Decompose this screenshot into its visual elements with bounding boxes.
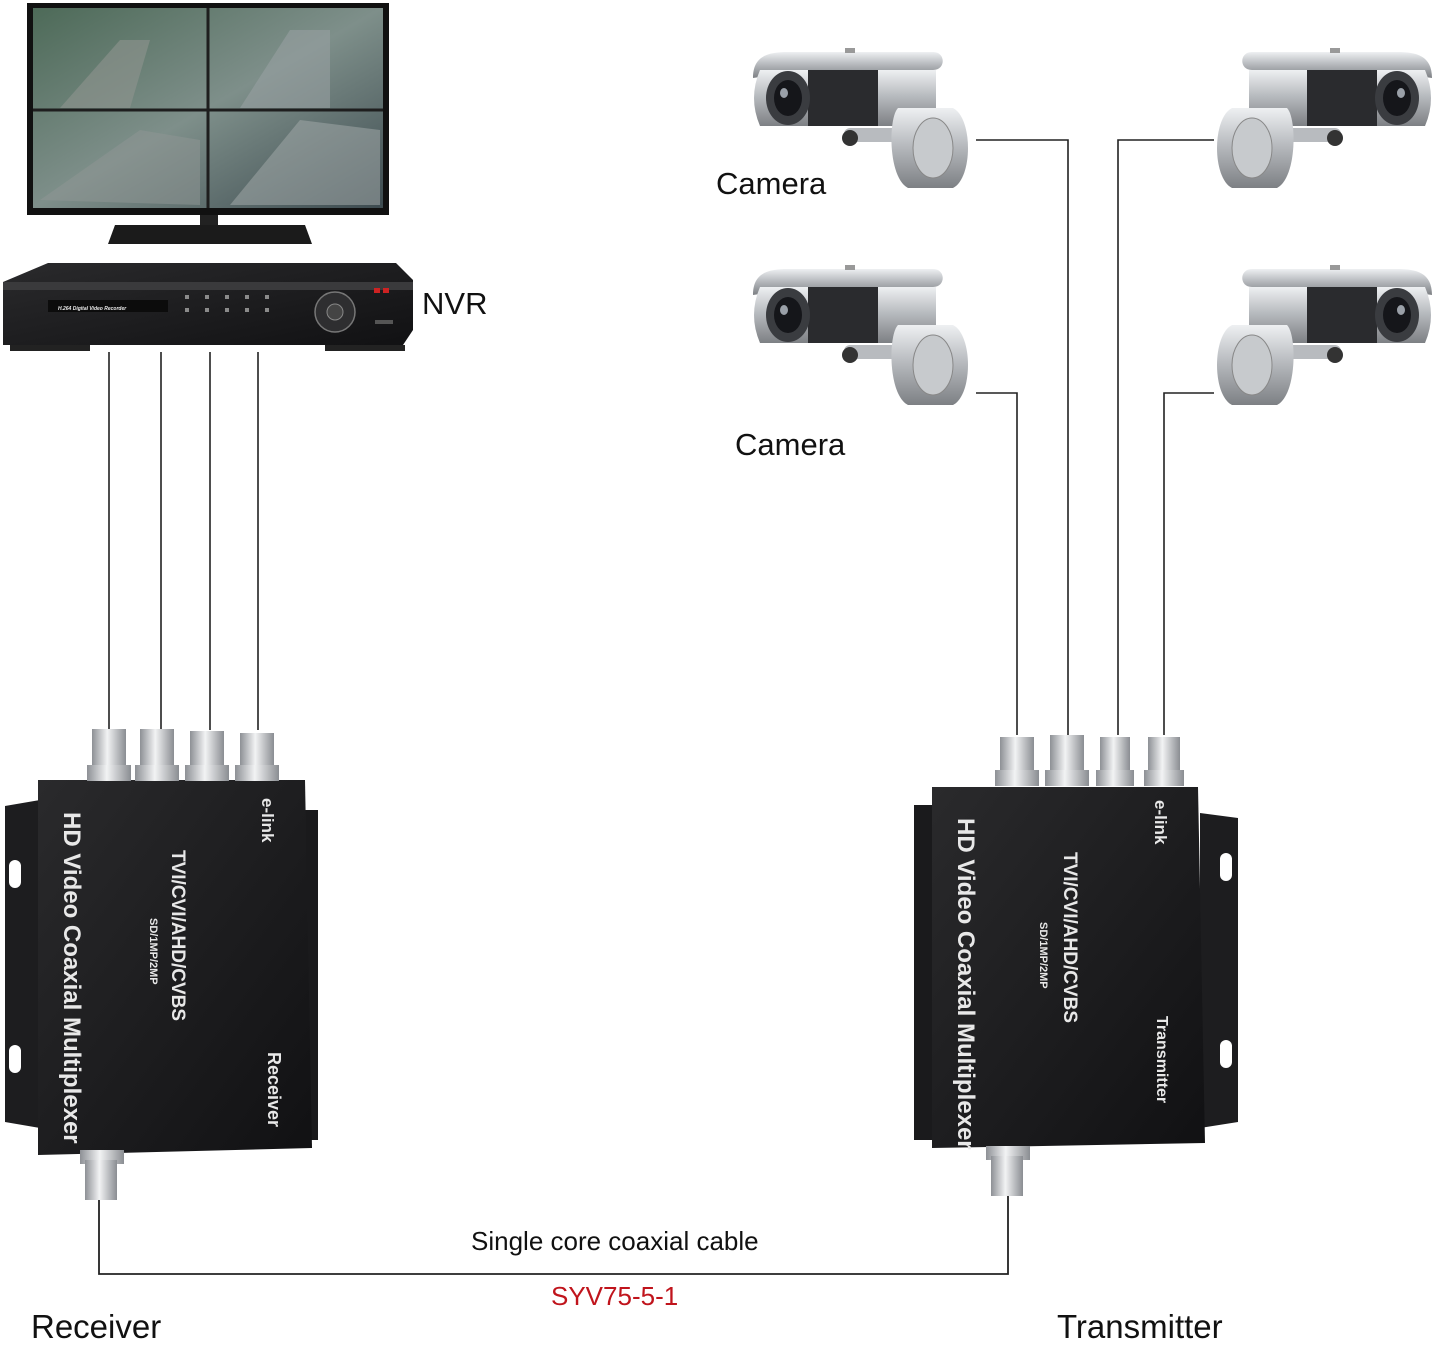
- receiver-product-text: HD Video Coaxial Multiplexer: [58, 812, 85, 1144]
- bnc-connector-icon: [185, 731, 229, 781]
- receiver-brand-text: e-link: [258, 798, 277, 843]
- bnc-connector-icon: [235, 733, 279, 781]
- bnc-connector-icon: [80, 1150, 124, 1200]
- cable-model-label: SYV75-5-1: [551, 1281, 679, 1311]
- coaxial-cable-link: [98, 1196, 1009, 1275]
- nvr-icon: H.264 Digital Video Recorder: [3, 263, 413, 351]
- bullet-camera-icon: [752, 265, 969, 406]
- transmitter-product-text: HD Video Coaxial Multiplexer: [952, 818, 979, 1150]
- bnc-connector-icon: [1096, 737, 1134, 786]
- camera-mid-left: [752, 265, 969, 406]
- nvr-cables: [108, 352, 259, 730]
- transmitter-formats-text: TVI/CVI/AHD/CVBS: [1059, 852, 1080, 1023]
- cable-type-label: Single core coaxial cable: [471, 1226, 759, 1256]
- bnc-connector-icon: [995, 737, 1039, 786]
- bnc-connector-icon: [1144, 737, 1184, 786]
- transmitter-resolution-text: SD/1MP/2MP: [1037, 922, 1049, 989]
- bnc-connector-icon: [986, 1146, 1030, 1196]
- bnc-connector-icon: [1045, 735, 1089, 786]
- transmitter-label: Transmitter: [1057, 1308, 1223, 1345]
- transmitter-device: HD Video Coaxial Multiplexer TVI/CVI/AHD…: [914, 735, 1238, 1196]
- nvr-panel-text: H.264 Digital Video Recorder: [58, 306, 127, 312]
- bnc-connector-icon: [87, 729, 131, 781]
- bnc-connector-icon: [135, 729, 179, 781]
- receiver-role-text: Receiver: [264, 1052, 284, 1127]
- transmitter-role-text: Transmitter: [1153, 1016, 1170, 1103]
- bullet-camera-icon: [1216, 265, 1433, 406]
- transmitter-brand-text: e-link: [1151, 800, 1170, 845]
- receiver-device: HD Video Coaxial Multiplexer TVI/CVI/AHD…: [5, 729, 318, 1200]
- camera-cables: [976, 139, 1214, 735]
- camera-mid-right: [1216, 265, 1433, 406]
- receiver-formats-text: TVI/CVI/AHD/CVBS: [167, 850, 188, 1021]
- receiver-resolution-text: SD/1MP/2MP: [147, 918, 159, 985]
- camera-label-mid: Camera: [735, 427, 846, 462]
- nvr-label: NVR: [422, 286, 488, 321]
- monitor-icon: [27, 3, 389, 244]
- camera-top-right: [1216, 48, 1433, 189]
- bullet-camera-icon: [1216, 48, 1433, 189]
- camera-label-top: Camera: [716, 166, 827, 201]
- receiver-label: Receiver: [31, 1308, 162, 1345]
